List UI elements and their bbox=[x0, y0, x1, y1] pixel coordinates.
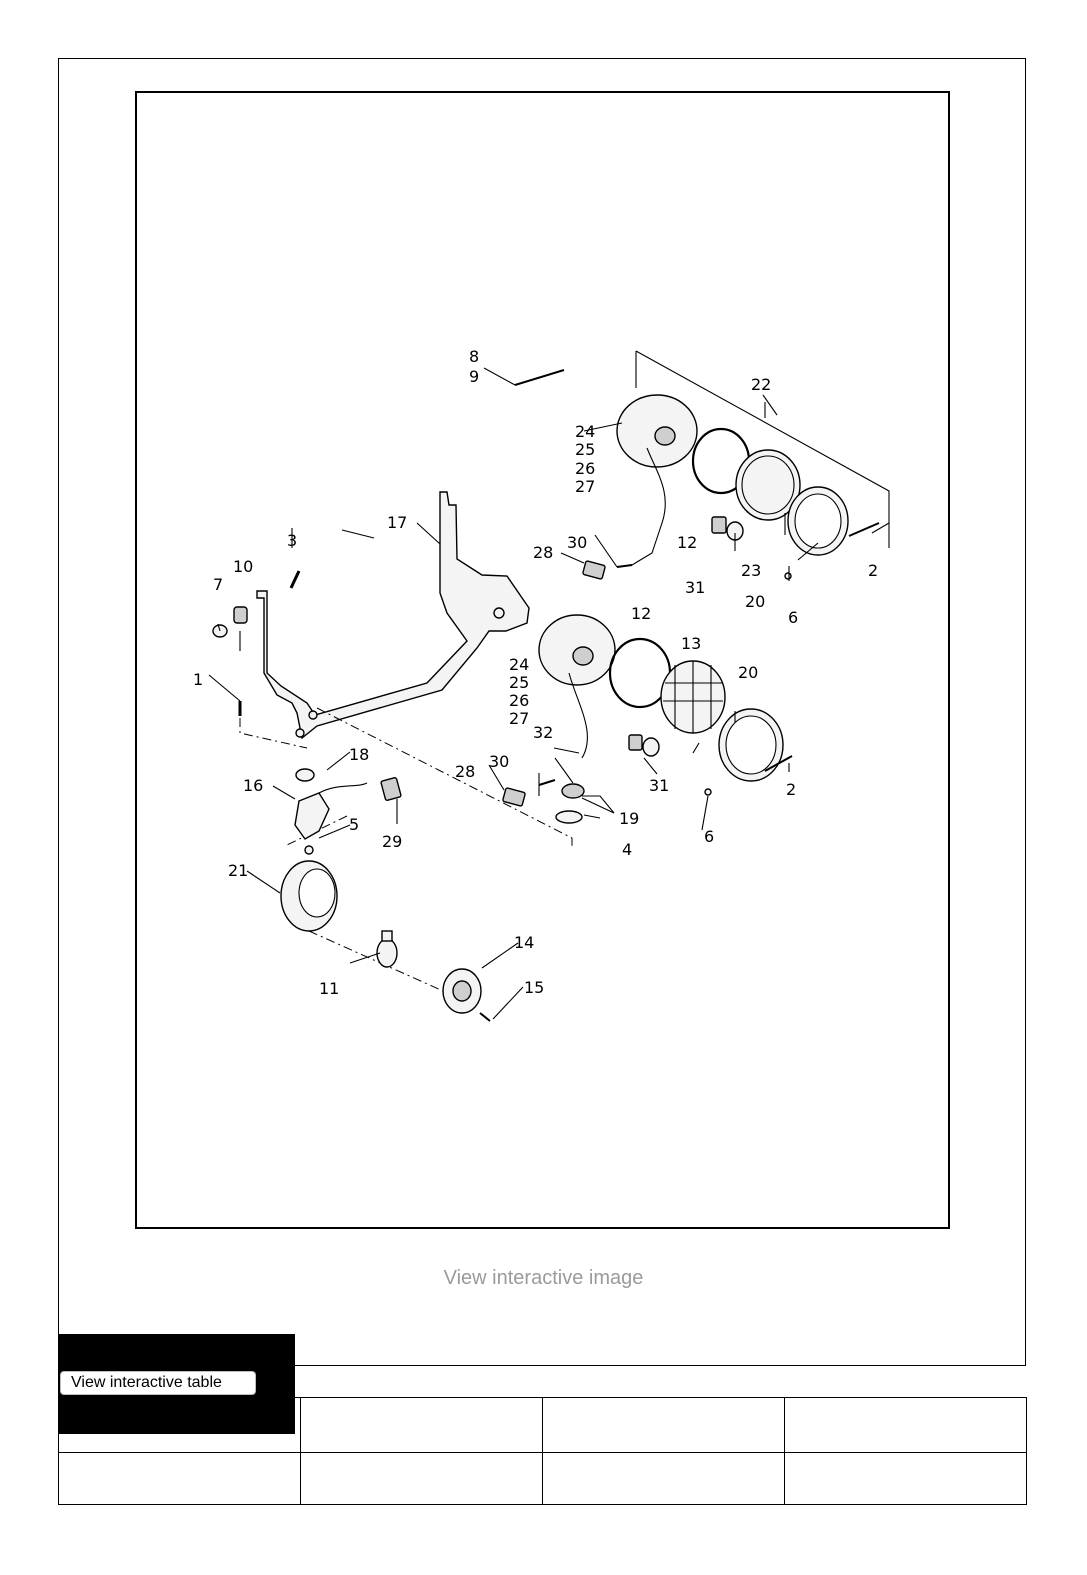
callout-12-lower: 12 bbox=[631, 604, 651, 623]
upper-lamp-assembly bbox=[582, 350, 890, 580]
callout-22: 22 bbox=[751, 375, 771, 394]
callout-15: 15 bbox=[524, 978, 544, 997]
callout-25-lower: 25 bbox=[509, 673, 529, 692]
callout-9: 9 bbox=[469, 367, 479, 386]
callout-2-upper: 2 bbox=[868, 561, 878, 580]
callout-1: 1 bbox=[193, 670, 203, 689]
callout-6-lower: 6 bbox=[704, 827, 714, 846]
page-frame bbox=[58, 58, 1026, 1366]
table-cell bbox=[542, 1397, 785, 1453]
callout-23: 23 bbox=[741, 561, 761, 580]
table-cell bbox=[58, 1397, 301, 1453]
callout-20-lower: 20 bbox=[738, 663, 758, 682]
callout-32: 32 bbox=[533, 723, 553, 742]
view-interactive-image-link[interactable]: View interactive image bbox=[443, 1267, 644, 1289]
callout-5: 5 bbox=[349, 815, 359, 834]
callout-18: 18 bbox=[349, 745, 369, 764]
callout-24-lower: 24 bbox=[509, 655, 529, 674]
parts-diagram: 8 9 22 24 25 26 27 17 3 10 7 30 28 12 31… bbox=[135, 91, 950, 1229]
callout-29: 29 bbox=[382, 832, 402, 851]
table-cell bbox=[784, 1452, 1027, 1505]
callout-11: 11 bbox=[319, 979, 339, 998]
table-row bbox=[58, 1452, 1027, 1505]
table-cell bbox=[542, 1452, 785, 1505]
callout-31-upper: 31 bbox=[685, 578, 705, 597]
callout-27-upper: 27 bbox=[575, 477, 595, 496]
callout-28-lower: 28 bbox=[455, 762, 475, 781]
parts-table bbox=[58, 1397, 1027, 1505]
table-cell bbox=[784, 1397, 1027, 1453]
table-cell bbox=[300, 1397, 543, 1453]
table-row bbox=[58, 1397, 1027, 1453]
callout-13: 13 bbox=[681, 634, 701, 653]
view-interactive-table-button[interactable]: View interactive table bbox=[60, 1371, 256, 1395]
exploded-parts-illustration: 8 9 22 24 25 26 27 17 3 10 7 30 28 12 31… bbox=[193, 347, 890, 1022]
callout-25-upper: 25 bbox=[575, 440, 595, 459]
callout-14: 14 bbox=[514, 933, 534, 952]
table-cell bbox=[300, 1452, 543, 1505]
callout-3: 3 bbox=[287, 531, 297, 550]
callout-26-upper: 26 bbox=[575, 459, 595, 478]
callout-4: 4 bbox=[622, 840, 632, 859]
callout-20-upper: 20 bbox=[745, 592, 765, 611]
callout-labels: 8 9 22 24 25 26 27 17 3 10 7 30 28 12 31… bbox=[193, 347, 878, 998]
callout-26-lower: 26 bbox=[509, 691, 529, 710]
callout-2-lower: 2 bbox=[786, 780, 796, 799]
callout-24-upper: 24 bbox=[575, 422, 595, 441]
table-cell bbox=[58, 1452, 301, 1505]
callout-16: 16 bbox=[243, 776, 263, 795]
callout-19: 19 bbox=[619, 809, 639, 828]
callout-30-upper: 30 bbox=[567, 533, 587, 552]
callout-12-upper: 12 bbox=[677, 533, 697, 552]
callout-17: 17 bbox=[387, 513, 407, 532]
lower-lamp-assembly bbox=[502, 614, 793, 824]
callout-28-upper: 28 bbox=[533, 543, 553, 562]
callout-31-lower: 31 bbox=[649, 776, 669, 795]
callout-10: 10 bbox=[233, 557, 253, 576]
callout-7: 7 bbox=[213, 575, 223, 594]
callout-8: 8 bbox=[469, 347, 479, 366]
callout-6-upper: 6 bbox=[788, 608, 798, 627]
callout-30-lower: 30 bbox=[489, 752, 509, 771]
callout-21: 21 bbox=[228, 861, 248, 880]
callout-27-lower: 27 bbox=[509, 709, 529, 728]
mounting-bracket bbox=[256, 491, 530, 740]
